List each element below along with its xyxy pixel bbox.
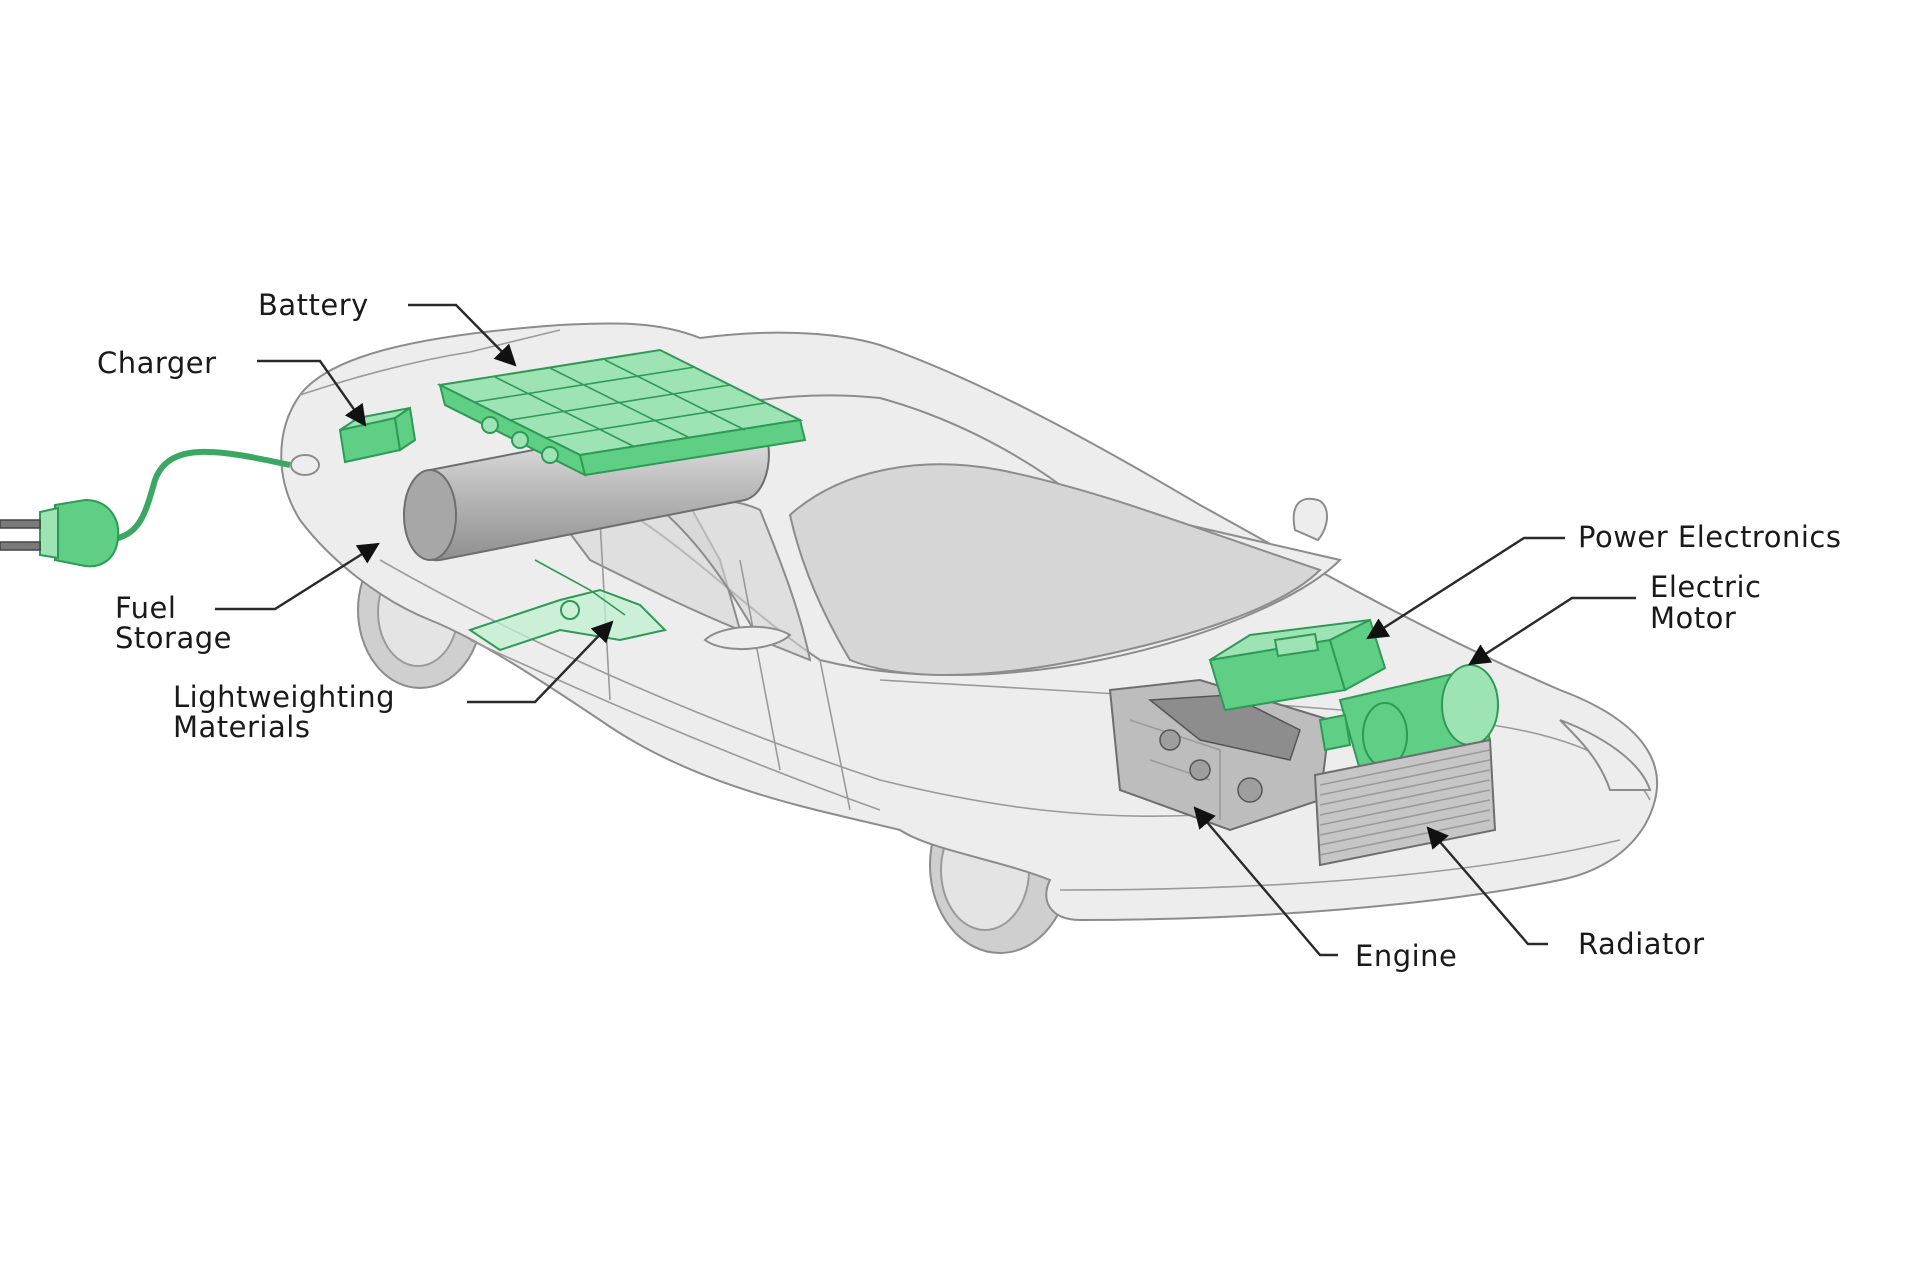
- label-electric-motor-line2: Motor: [1650, 601, 1736, 635]
- lightweighting-frame: [467, 559, 667, 652]
- label-lightweighting-line2: Materials: [173, 710, 310, 744]
- charging-plug: [0, 448, 291, 568]
- windshield: [788, 463, 1322, 676]
- label-charger: Charger: [97, 346, 217, 380]
- label-electric-motor-line1: Electric: [1650, 570, 1761, 604]
- engine-block: [1108, 678, 1332, 832]
- labels: Battery Charger Fuel Storage Lightweight…: [97, 288, 1841, 973]
- leader-lines: [215, 303, 1636, 957]
- label-battery: Battery: [258, 288, 369, 322]
- door-handle: [703, 625, 792, 651]
- charger-unit: [338, 406, 417, 464]
- radiator-unit: [1313, 738, 1497, 867]
- battery-pack: [436, 348, 807, 477]
- electric-motor-unit: [1318, 664, 1499, 772]
- headlight: [1559, 719, 1652, 791]
- label-power-electronics: Power Electronics: [1578, 520, 1841, 554]
- label-fuel-storage-line1: Fuel: [115, 591, 176, 625]
- label-engine: Engine: [1355, 939, 1457, 973]
- side-mirror: [1292, 497, 1328, 542]
- label-radiator: Radiator: [1578, 927, 1705, 961]
- fuel-door: [290, 454, 320, 476]
- label-lightweighting-line1: Lightweighting: [173, 680, 395, 714]
- label-fuel-storage-line2: Storage: [115, 621, 232, 655]
